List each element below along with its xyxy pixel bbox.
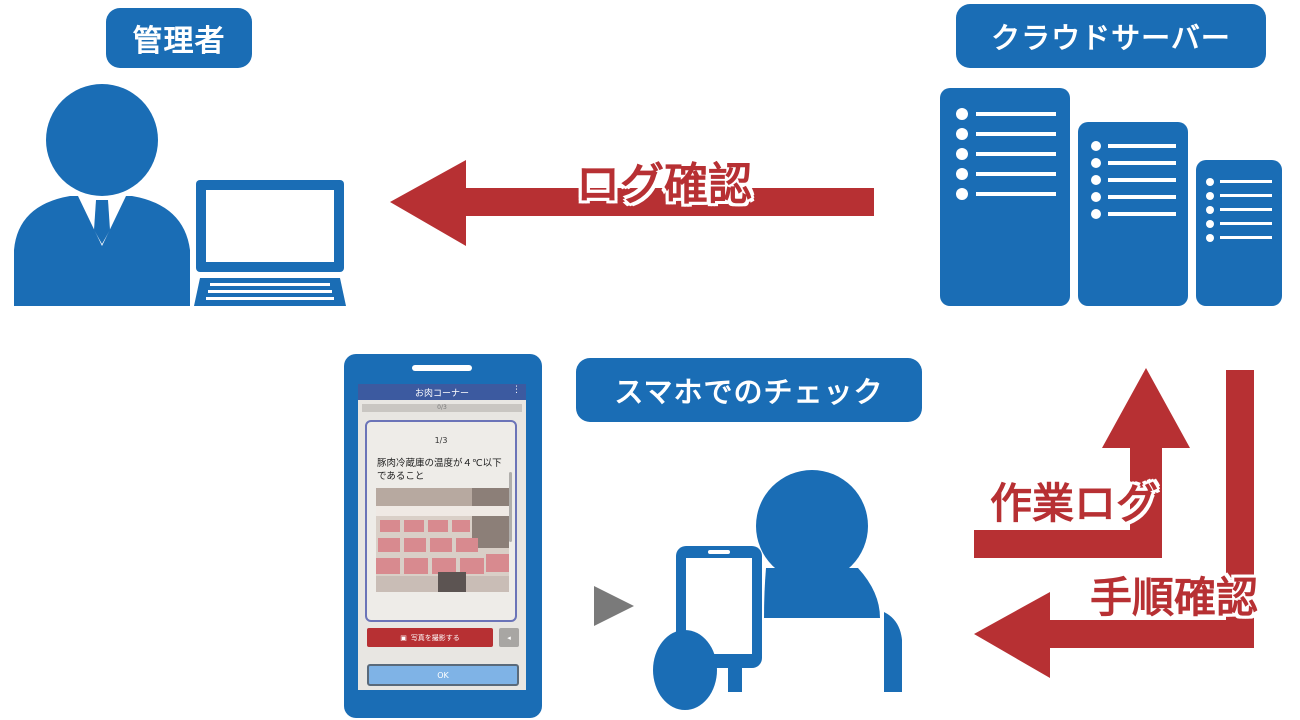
camera-icon: ▣ bbox=[400, 633, 407, 642]
smartphone-check-label: スマホでのチェック bbox=[576, 358, 922, 422]
admin-person-icon bbox=[14, 84, 190, 306]
log-check-text: ログ確認 bbox=[576, 159, 752, 210]
server-icon bbox=[940, 88, 1282, 306]
work-log-text: 作業ログ bbox=[990, 479, 1159, 528]
more-menu-icon[interactable]: ⋮ bbox=[512, 385, 521, 395]
task-card: 1/3 豚肉冷蔵庫の温度が４℃以下であること bbox=[365, 420, 517, 622]
cloud-server-label: クラウドサーバー bbox=[956, 4, 1266, 68]
scrollbar[interactable] bbox=[509, 472, 512, 542]
step-counter: 1/3 bbox=[434, 436, 448, 445]
procedure-check-arrow bbox=[974, 370, 1254, 678]
computer-icon bbox=[194, 180, 346, 306]
phone-screen: お肉コーナー ⋮ 0/3 1/3 豚肉冷蔵庫の温度が４℃以下であること bbox=[358, 384, 526, 690]
task-text: 豚肉冷蔵庫の温度が４℃以下であること bbox=[377, 458, 502, 482]
ok-button[interactable]: OK bbox=[367, 664, 519, 686]
take-photo-label: 写真を撮影する bbox=[410, 633, 460, 642]
app-bar: お肉コーナー ⋮ bbox=[358, 384, 526, 400]
admin-label: 管理者 bbox=[106, 8, 252, 68]
app-title: お肉コーナー bbox=[414, 388, 469, 399]
side-button[interactable]: ◂ bbox=[499, 628, 519, 647]
speaker-icon: ◂ bbox=[507, 633, 511, 642]
work-log-arrow bbox=[974, 368, 1190, 558]
play-triangle-icon bbox=[594, 586, 634, 626]
worker-person-icon bbox=[653, 470, 902, 710]
progress-bar: 0/3 bbox=[362, 404, 522, 412]
take-photo-button[interactable]: ▣ 写真を撮影する bbox=[367, 628, 493, 647]
meat-shelf-photo bbox=[376, 488, 509, 592]
log-check-arrow bbox=[390, 160, 874, 246]
procedure-check-text: 手順確認 bbox=[1090, 573, 1259, 622]
